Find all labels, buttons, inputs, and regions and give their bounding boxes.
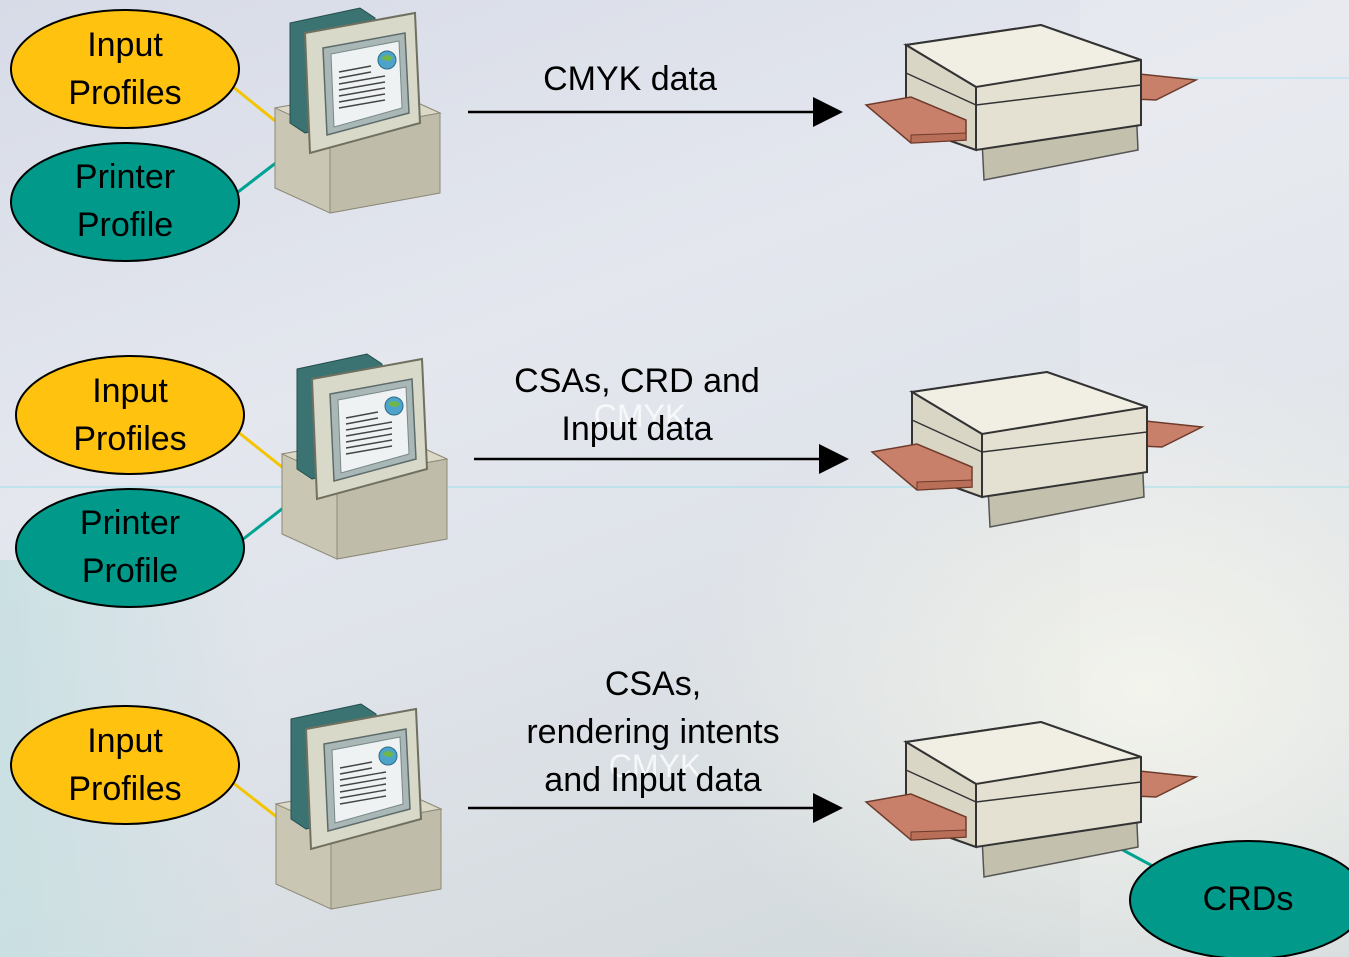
input-profiles-ellipse-2 bbox=[15, 355, 245, 475]
printer-profile-label-1: Printer Profile bbox=[74, 158, 176, 244]
ghost-label-3: CMYK bbox=[608, 748, 702, 784]
computer-icon-2 bbox=[281, 353, 448, 560]
crds-label: CRDs bbox=[1202, 880, 1294, 918]
input-profiles-ellipse-1 bbox=[10, 9, 240, 129]
printer-icon-2 bbox=[871, 371, 1203, 528]
input-profiles-label-1: Input Profiles bbox=[68, 26, 182, 112]
input-profiles-label-2: Input Profiles bbox=[73, 372, 187, 458]
crds-ellipse bbox=[1129, 840, 1349, 957]
computer-icon-1 bbox=[274, 7, 441, 214]
input-profiles-ellipse-3 bbox=[10, 705, 240, 825]
input-profiles-label-3: Input Profiles bbox=[68, 722, 182, 808]
printer-icon-1 bbox=[865, 24, 1197, 181]
flow-label-1: CMYK data bbox=[543, 60, 717, 98]
computer-icon-3 bbox=[275, 703, 442, 910]
printer-profile-label-2: Printer Profile bbox=[79, 504, 181, 590]
flow-label-3: CSAs, rendering intents and Input data bbox=[526, 665, 780, 799]
printer-profile-ellipse-1 bbox=[10, 142, 240, 262]
flow-label-2: CSAs, CRD and Input data bbox=[514, 362, 760, 448]
ghost-label-2: CMYK bbox=[593, 398, 687, 434]
printer-profile-ellipse-2 bbox=[15, 488, 245, 608]
printer-icon-3 bbox=[865, 721, 1197, 878]
